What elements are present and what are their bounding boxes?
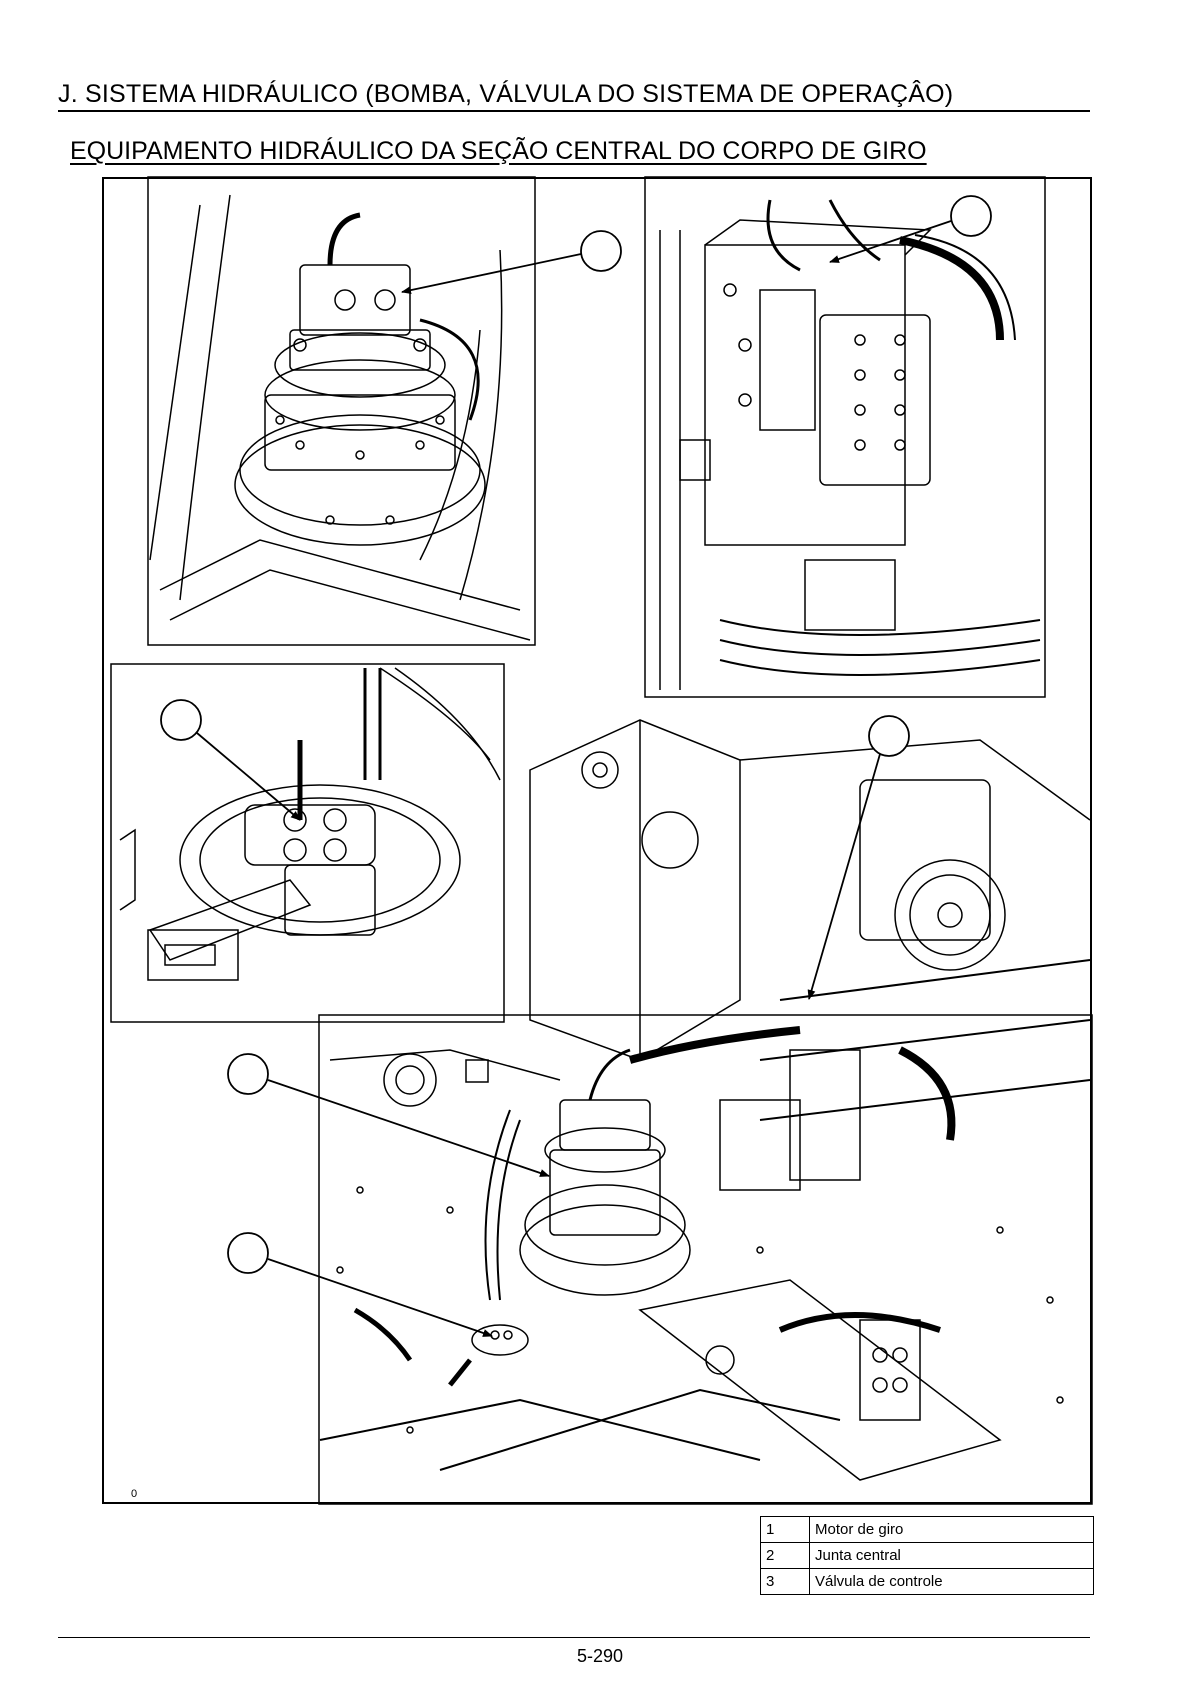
callout-center-joint-main [227, 1232, 493, 1337]
legend-row: 3 Válvula de controle [760, 1568, 1094, 1595]
legend-label: Motor de giro [809, 1516, 1094, 1543]
legend-number: 1 [760, 1516, 810, 1543]
footer-rule [58, 1637, 1090, 1638]
figure-frame [102, 177, 1092, 1504]
upper-structure-main-view [318, 719, 1093, 1505]
legend-row: 2 Junta central [760, 1542, 1094, 1569]
legend-label: Junta central [809, 1542, 1094, 1569]
callout-control-valve-main [807, 715, 910, 1000]
figure-id-label: 0 [131, 1488, 138, 1500]
callout-swing-motor-main [227, 1053, 550, 1177]
page-number: 5-290 [576, 1646, 624, 1666]
legend-row: 1 Motor de giro [760, 1516, 1094, 1543]
callout-control-valve-top [829, 195, 992, 263]
page-header-title: J. SISTEMA HIDRÁULICO (BOMBA, VÁLVULA DO… [58, 80, 954, 108]
header-rule [58, 110, 1090, 112]
center-joint-detail-panel [110, 663, 505, 1023]
legend-number: 3 [760, 1568, 810, 1595]
parts-legend-table: 1 Motor de giro 2 Junta central 3 Válvul… [760, 1516, 1094, 1595]
callout-center-joint-detail [160, 699, 301, 821]
legend-label: Válvula de controle [809, 1568, 1094, 1595]
control-valve-detail-panel [644, 176, 1046, 698]
legend-number: 2 [760, 1542, 810, 1569]
swing-motor-detail-panel [147, 176, 536, 646]
callout-swing-motor-top [401, 230, 622, 295]
section-title: EQUIPAMENTO HIDRÁULICO DA SEÇÃO CENTRAL … [70, 137, 927, 165]
